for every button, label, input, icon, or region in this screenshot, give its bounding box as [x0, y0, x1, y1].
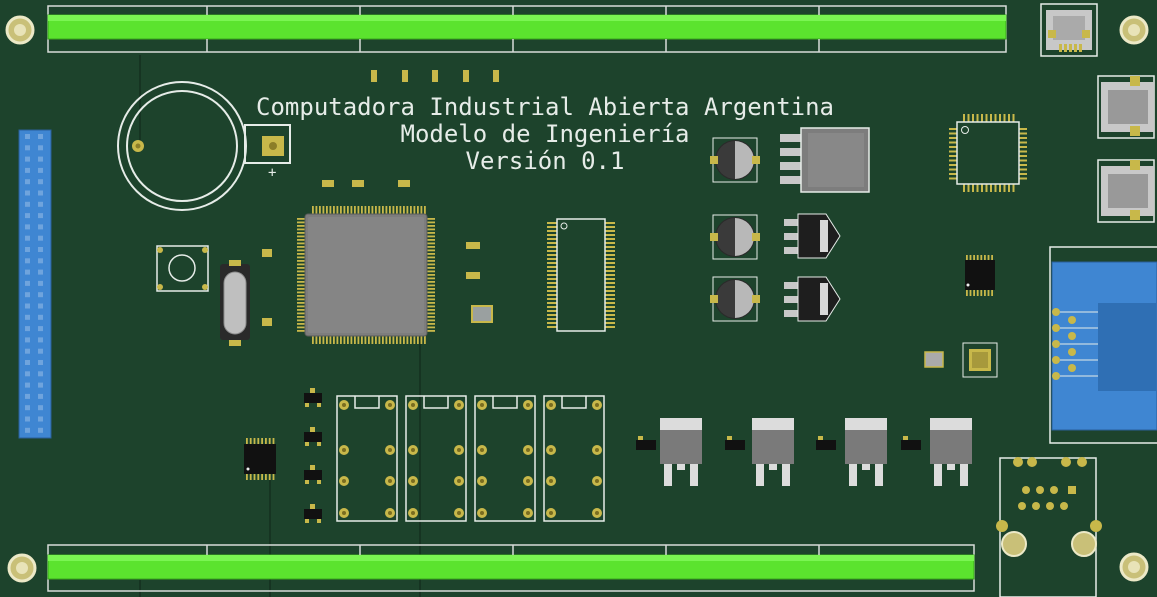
relay-3: [474, 395, 536, 522]
battery-plus-label: +: [268, 165, 276, 181]
terminal-strip-bottom: [47, 544, 975, 592]
push-button: [156, 245, 209, 292]
tsop-memory-chip: [547, 218, 615, 332]
relay-array: [336, 395, 605, 522]
db9-serial-connector: [1049, 246, 1157, 444]
soic-chip: [965, 255, 995, 296]
mounting-hole-tl: [5, 15, 35, 45]
terminal-strip-top: [47, 5, 1007, 53]
mounting-hole-tr: [1119, 15, 1149, 45]
capacitor-1: [710, 137, 760, 183]
msop-chip: [244, 438, 276, 480]
pin-header-left: [18, 129, 52, 439]
smd-row-top: [371, 70, 499, 82]
relay-2: [405, 395, 467, 522]
smd-crystal: [924, 351, 944, 368]
d2pak-regulator: [780, 127, 870, 193]
capacitor-3: [710, 276, 760, 322]
smd-inductor: [471, 305, 493, 323]
dpak-regulator-2: [784, 276, 841, 322]
regulator-4: [901, 418, 972, 486]
usb-port-2: [1097, 159, 1155, 223]
bottom-regulators: [636, 418, 972, 486]
rj45-jack: [996, 457, 1102, 597]
smd-cap: [262, 249, 272, 257]
regulator-2: [725, 418, 794, 486]
smd-row-mcu: [322, 180, 410, 187]
regulator-1: [636, 418, 702, 486]
usb-port-1: [1097, 75, 1155, 139]
micro-usb-connector: [1040, 3, 1098, 57]
relay-1: [336, 395, 398, 522]
qfp-microcontroller: [297, 206, 435, 344]
title-line-2: Modelo de Ingeniería: [401, 120, 690, 148]
title-line-1: Computadora Industrial Abierta Argentina: [256, 93, 834, 121]
sot23-transistors: [304, 388, 322, 523]
title-line-3: Versión 0.1: [466, 147, 625, 175]
capacitor-2: [710, 214, 760, 260]
qfn-ethernet-chip: [949, 114, 1027, 192]
qfn-small-chip: [962, 342, 998, 378]
smd-cap: [262, 318, 272, 326]
coin-cell-holder: +: [117, 81, 291, 211]
electrolytic-capacitors: [710, 137, 760, 322]
mounting-hole-bl: [7, 553, 37, 583]
regulator-3: [816, 418, 887, 486]
smd-resistor: [466, 272, 480, 279]
mounting-hole-br: [1119, 552, 1149, 582]
crystal-oscillator: [220, 260, 250, 346]
dpak-regulator-1: [784, 213, 841, 259]
mounting-holes: [5, 15, 1149, 583]
smd-resistor: [466, 242, 480, 249]
relay-4: [543, 395, 605, 522]
